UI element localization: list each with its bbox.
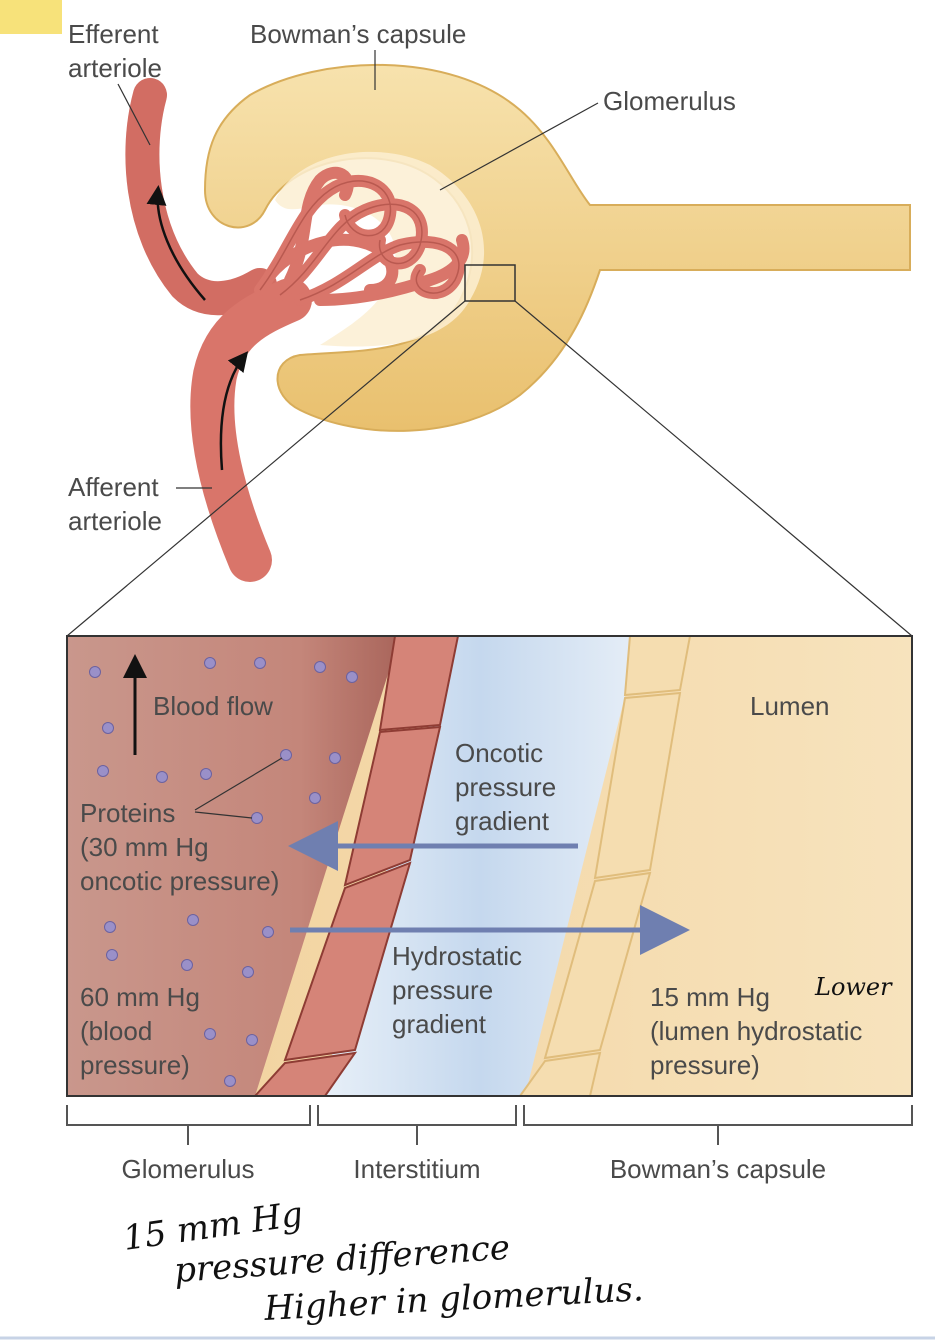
glomerulus-tuft-outline xyxy=(259,180,460,301)
oncotic-label-line1: Oncotic xyxy=(455,738,543,768)
oncotic-label-line2: pressure xyxy=(455,772,556,802)
bottom-bowmans-label: Bowman’s capsule xyxy=(610,1154,826,1184)
glomerulus-top-label: Glomerulus xyxy=(603,86,736,116)
capsule-epithelial-cells xyxy=(518,635,692,1097)
bottom-glomerulus-label: Glomerulus xyxy=(122,1154,255,1184)
efferent-label-line2: arteriole xyxy=(68,53,162,83)
efferent-leader xyxy=(117,83,151,146)
handwritten-lower: Lower xyxy=(814,973,893,1001)
arterioles xyxy=(125,78,312,582)
blood-pressure-label-line2: (blood xyxy=(80,1016,152,1046)
blood-flow-label: Blood flow xyxy=(153,691,273,721)
lumen-label: Lumen xyxy=(750,691,830,721)
lumen-pressure-label-line3: pressure) xyxy=(650,1050,760,1080)
proteins-label-line1: Proteins xyxy=(80,798,175,828)
lumen-pressure-label-line1: 15 mm Hg xyxy=(650,982,770,1012)
highlight-marker xyxy=(0,0,62,34)
blood-pressure-label-line3: pressure) xyxy=(80,1050,190,1080)
hydrostatic-label-line3: gradient xyxy=(392,1009,487,1039)
zoom-box xyxy=(464,264,516,302)
protein-leader-2 xyxy=(194,811,253,819)
protein-dots xyxy=(89,657,358,1087)
zoom-panel xyxy=(66,635,913,1097)
proteins-label-line2: (30 mm Hg xyxy=(80,832,209,862)
region-brackets xyxy=(66,1105,913,1145)
zoom-line-right xyxy=(514,300,913,637)
afferent-label-line2: arteriole xyxy=(68,506,162,536)
efferent-label-line1: Efferent xyxy=(68,19,159,49)
protein-leader-1 xyxy=(194,757,283,811)
glomerulus-leader xyxy=(439,102,599,191)
hydrostatic-label-line1: Hydrostatic xyxy=(392,941,522,971)
blood-pressure-label-line1: 60 mm Hg xyxy=(80,982,200,1012)
hydrostatic-label-line2: pressure xyxy=(392,975,493,1005)
bowmans-capsule-top-label: Bowman’s capsule xyxy=(250,19,466,49)
zoom-line-left xyxy=(66,300,466,637)
lumen-pressure-label-line2: (lumen hydrostatic xyxy=(650,1016,862,1046)
proteins-label-line3: oncotic pressure) xyxy=(80,866,279,896)
bottom-interstitium-label: Interstitium xyxy=(353,1154,480,1184)
oncotic-label-line3: gradient xyxy=(455,806,550,836)
afferent-label-line1: Afferent xyxy=(68,472,159,502)
